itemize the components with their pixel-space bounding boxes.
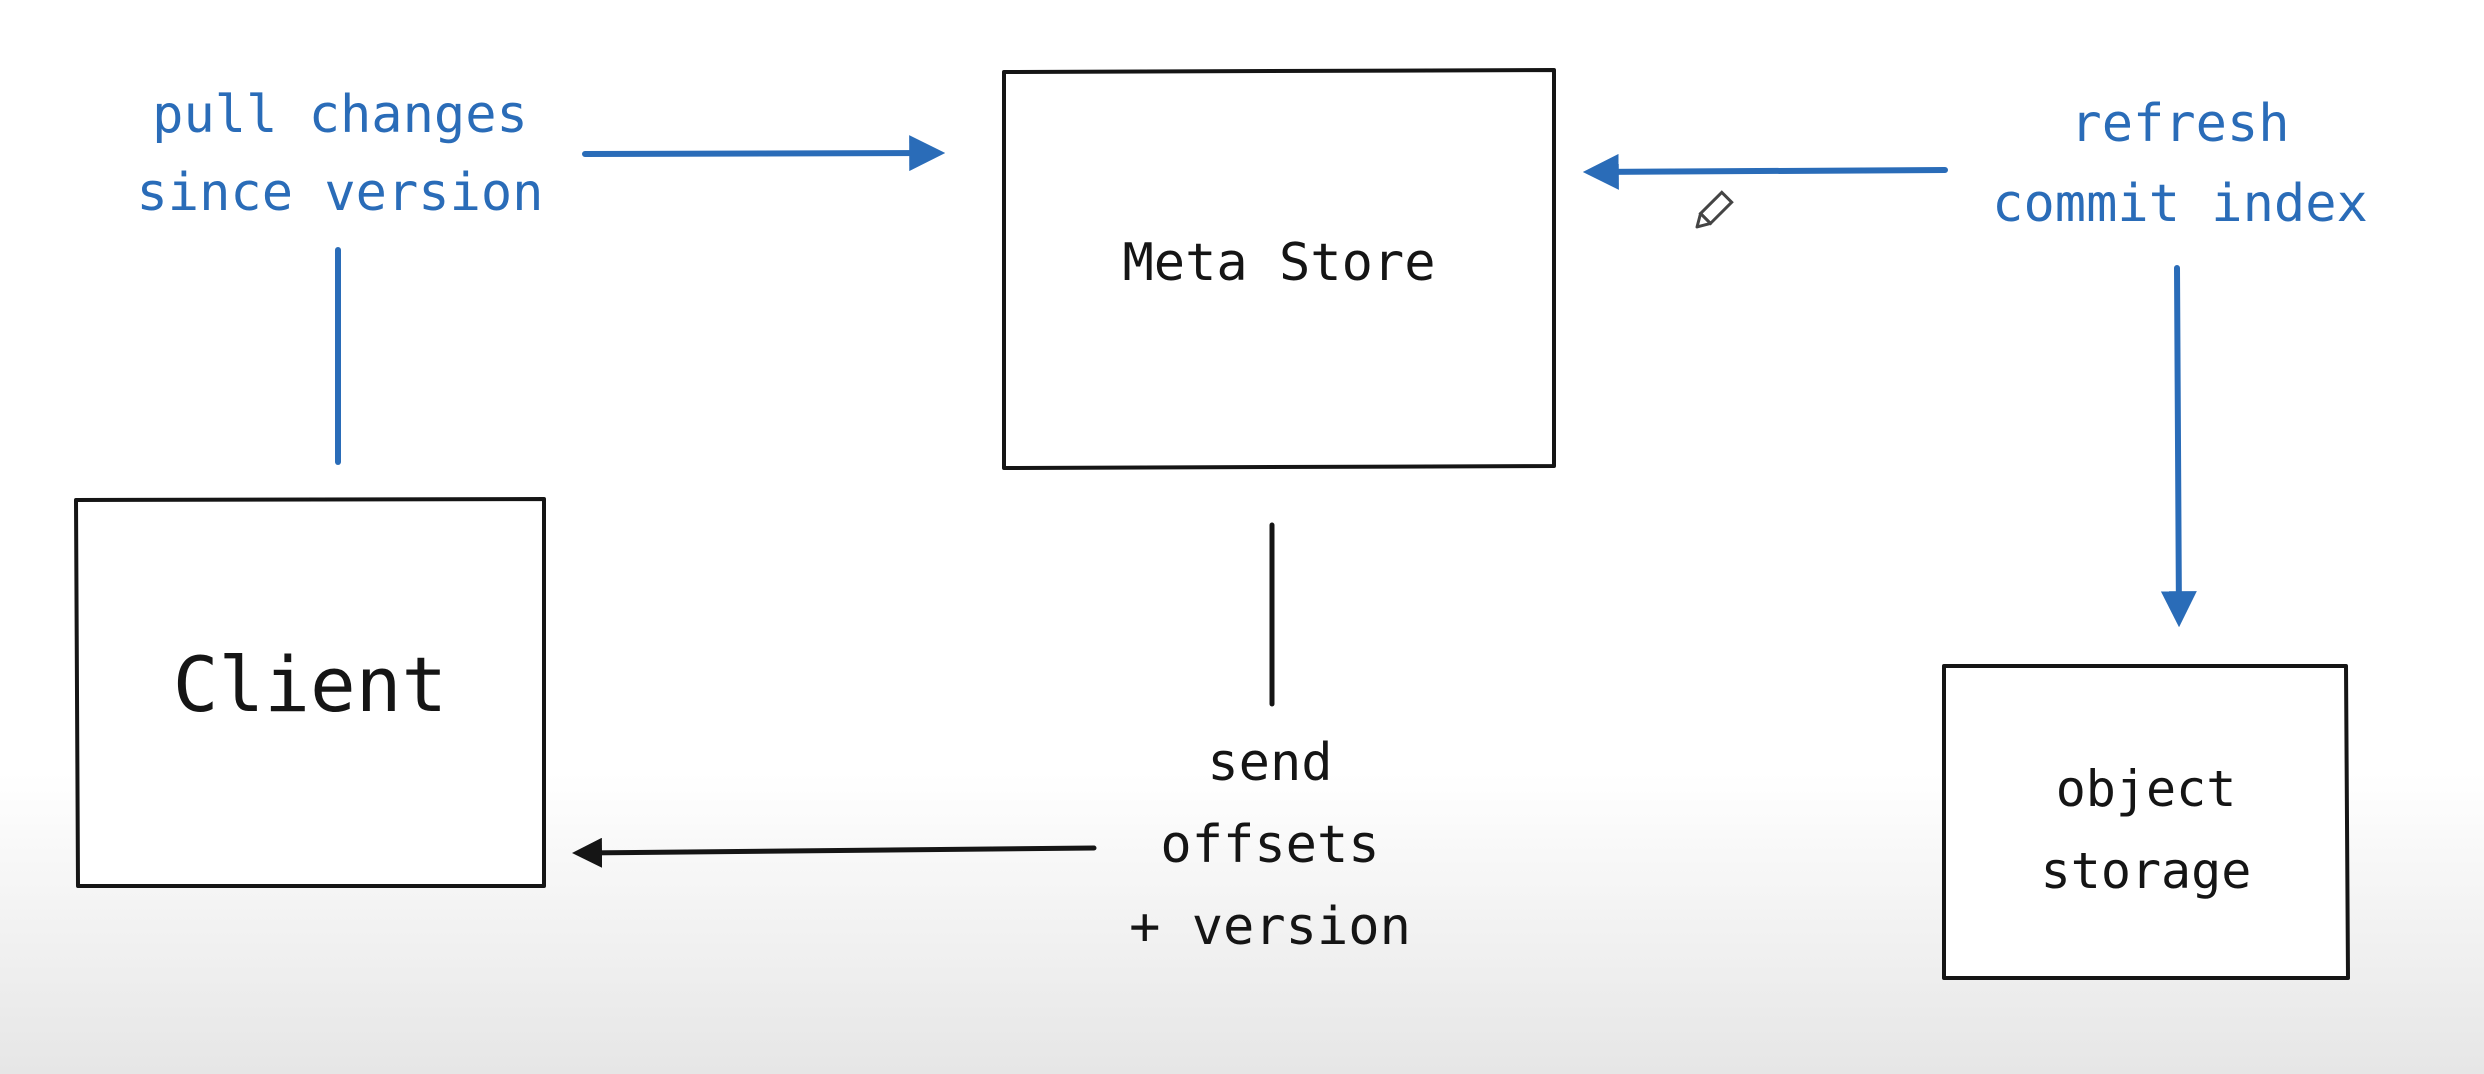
send-offsets-label: send offsets + version bbox=[1070, 722, 1470, 968]
object-storage-label-line: object bbox=[2055, 760, 2237, 818]
client-label: Client bbox=[172, 640, 448, 729]
refresh-commit-index-label: refresh commit index bbox=[1950, 84, 2410, 244]
pull-changes-label-line: since version bbox=[136, 163, 544, 223]
object-storage-label: object storage bbox=[1944, 748, 2348, 912]
send-arrow bbox=[572, 837, 1097, 868]
refresh-commit-index-label-line: refresh bbox=[2070, 94, 2290, 154]
send-offsets-label-line: send bbox=[1207, 733, 1333, 793]
pull-changes-label-line: pull changes bbox=[152, 85, 528, 145]
client-box bbox=[74, 497, 546, 888]
refresh-commit-index-label-line: commit index bbox=[1992, 174, 2368, 234]
object-storage-label-line: storage bbox=[2040, 842, 2252, 900]
send-offsets-label-line: offsets bbox=[1160, 815, 1380, 875]
pull-changes-label: pull changes since version bbox=[60, 76, 620, 232]
meta-store-box bbox=[1002, 68, 1556, 470]
refresh-arrow bbox=[1582, 153, 1948, 190]
pencil-cursor-icon bbox=[1695, 190, 1734, 229]
send-offsets-label-line: + version bbox=[1129, 897, 1411, 957]
refresh-down-arrow bbox=[2160, 265, 2197, 628]
pull-arrow bbox=[582, 135, 946, 172]
meta-store-label: Meta Store bbox=[1122, 233, 1436, 293]
object-storage-box bbox=[1942, 664, 2350, 980]
